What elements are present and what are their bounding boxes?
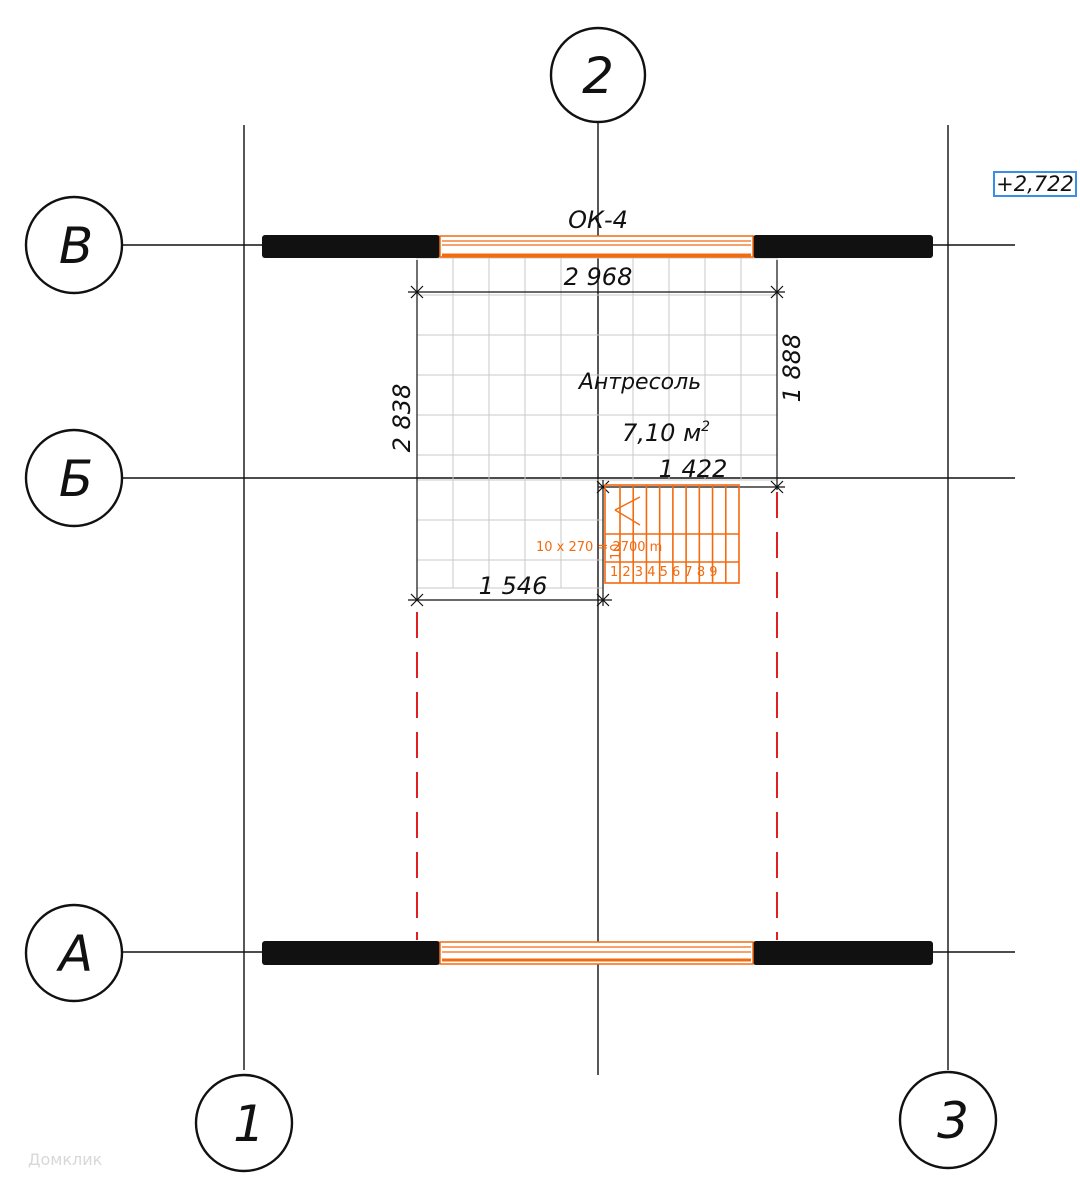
axis-bubble-v: В	[24, 195, 124, 295]
dim-left-height: 2 838	[388, 384, 416, 453]
watermark-logo: Домклик	[28, 1150, 103, 1169]
window-label: ОК-4	[568, 206, 628, 234]
axis-bubble-2: 2	[549, 26, 647, 124]
room-name: Антресоль	[577, 370, 701, 395]
axis-label-3: 3	[937, 1092, 969, 1150]
stair-step-numbers: 1 2 3 4 5 6 7 8 9	[610, 565, 718, 580]
mezzanine-hatch	[416, 257, 778, 589]
axis-label-b: Б	[59, 450, 93, 508]
stair	[604, 484, 740, 584]
walls	[262, 235, 933, 965]
axis-bubble-3: 3	[898, 1070, 998, 1170]
stair-step-count: 10	[609, 543, 624, 560]
dim-stair-width: 1 422	[659, 455, 728, 483]
axis-bubble-a: А	[24, 903, 124, 1003]
axis-label-a: А	[56, 925, 93, 983]
level-mark: +2,722	[993, 171, 1077, 197]
dim-right-height: 1 888	[778, 334, 806, 403]
axis-label-2: 2	[582, 47, 614, 105]
room-area: 7,10 м2	[622, 419, 710, 447]
window-bottom	[439, 941, 754, 965]
window-top	[439, 235, 754, 258]
dimension-lines	[408, 260, 785, 607]
dim-top-width: 2 968	[564, 263, 633, 291]
stair-note: 10 x 270 = 2700 m	[536, 540, 662, 555]
axis-bubble-b: Б	[24, 428, 124, 528]
axis-bubble-1: 1	[194, 1073, 294, 1173]
projection-lines	[416, 492, 778, 940]
axis-label-1: 1	[233, 1095, 265, 1153]
dim-bottom-width: 1 546	[479, 572, 548, 600]
axis-label-v: В	[59, 217, 93, 275]
